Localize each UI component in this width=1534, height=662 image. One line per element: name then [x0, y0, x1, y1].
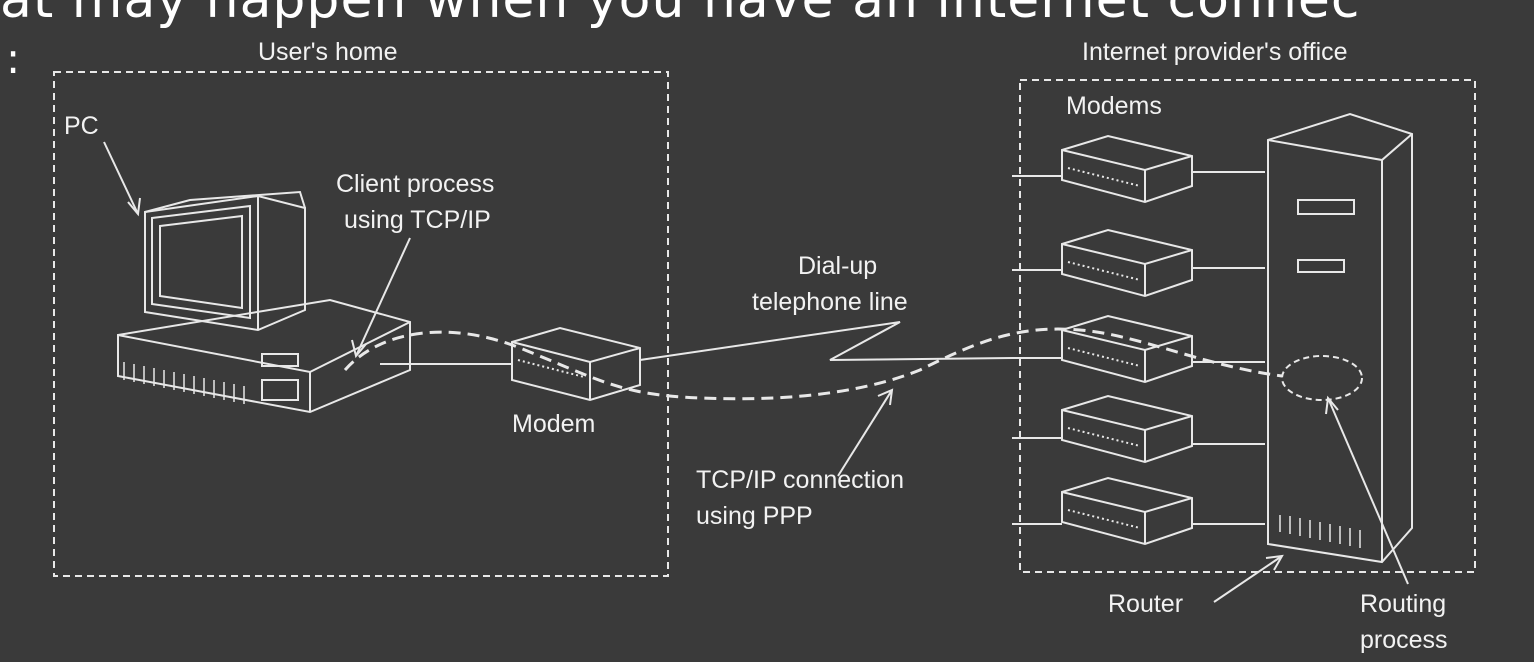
- modem-label: Modem: [512, 410, 595, 438]
- tcpip-connection-curve: [343, 327, 1283, 401]
- home-modem-icon: [511, 326, 641, 402]
- routing-label-2: process: [1360, 626, 1448, 654]
- routing-label-1: Routing: [1360, 590, 1446, 618]
- slide-title-cutoff: at may happen when you have an internet …: [0, 0, 1361, 30]
- telephone-line: [639, 321, 1013, 361]
- slide-title-colon: :: [6, 34, 21, 83]
- provider-office-title: Internet provider's office: [1082, 38, 1348, 66]
- tcpip-label-1: TCP/IP connection: [696, 466, 904, 494]
- dialup-label-1: Dial-up: [798, 252, 877, 280]
- router-icon: [1267, 112, 1413, 564]
- router-label: Router: [1108, 590, 1183, 618]
- provider-office-box: [1019, 79, 1476, 573]
- users-home-box: [53, 71, 669, 577]
- users-home-title: User's home: [258, 38, 398, 66]
- client-process-label-2: using TCP/IP: [344, 206, 491, 234]
- pc-label: PC: [64, 112, 99, 140]
- pc-icon: [117, 190, 411, 414]
- provider-modems: [1012, 134, 1265, 546]
- dialup-label-2: telephone line: [752, 288, 908, 316]
- modems-label: Modems: [1066, 92, 1162, 120]
- pointer-arrows: [103, 141, 1409, 603]
- client-process-label-1: Client process: [336, 170, 494, 198]
- tcpip-label-2: using PPP: [696, 502, 813, 530]
- routing-process-ellipse: [1281, 355, 1363, 401]
